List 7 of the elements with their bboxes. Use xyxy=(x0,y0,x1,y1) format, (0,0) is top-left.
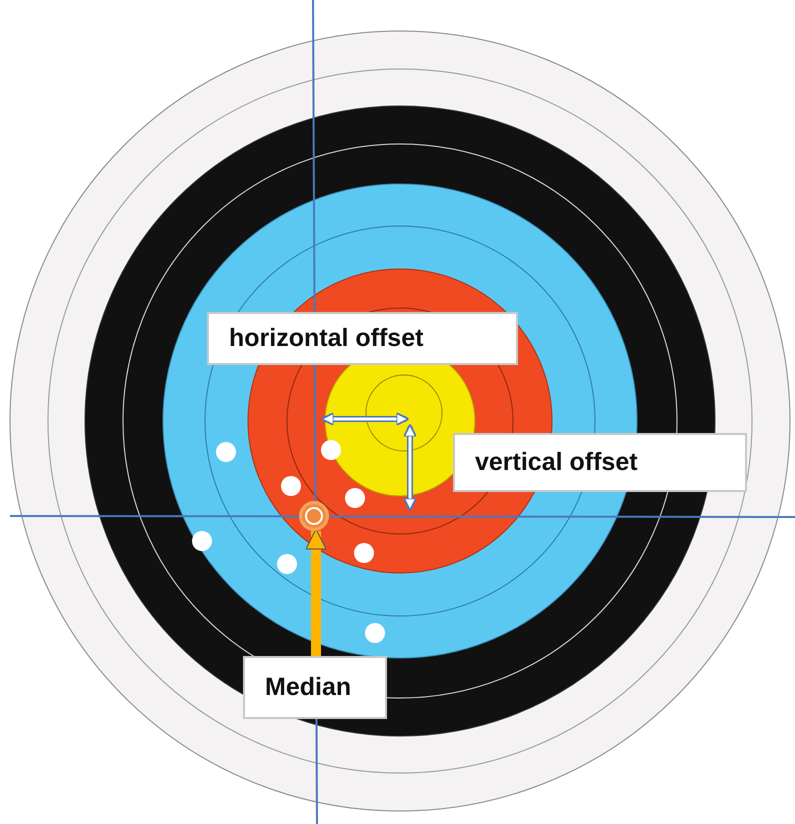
label-box xyxy=(207,312,518,365)
arrow xyxy=(306,528,326,656)
label-text: vertical offset xyxy=(475,448,638,477)
label-box xyxy=(453,433,747,492)
label-text: Median xyxy=(265,673,352,702)
label-box xyxy=(243,656,387,719)
label-text: horizontal offset xyxy=(229,324,424,353)
